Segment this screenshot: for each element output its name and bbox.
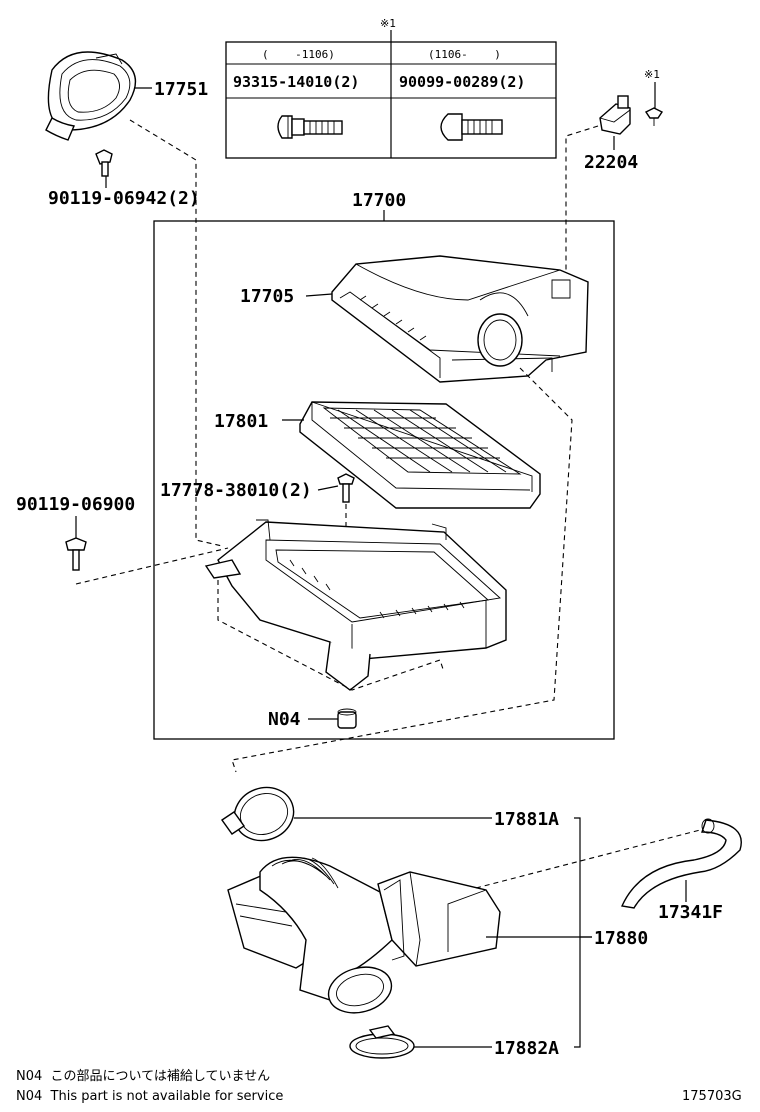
table-col2-header: (1106- ) [428,48,501,61]
figure-id: 175703G [682,1089,742,1104]
label-17778-38010: 17778-38010(2) [160,480,312,501]
table-col1-part: 93315-14010(2) [233,73,359,91]
label-22204: 22204 [584,152,638,173]
bolt-93315-drawing [277,115,343,139]
part-17881A-clamp [221,786,295,842]
label-17700: 17700 [352,190,406,211]
part-N04-grommet [337,708,357,729]
part-17705-upper-housing [331,255,589,383]
footnote-en: N04 This part is not available for servi… [16,1089,283,1104]
assembly-17700-frame [153,220,615,740]
label-17880: 17880 [594,928,648,949]
part-17751-gasket [45,51,137,141]
label-N04: N04 [268,709,301,730]
screw-note-drawing [644,107,664,126]
label-17801: 17801 [214,411,268,432]
part-17882A-clamp [349,1025,415,1059]
fastener-table: ( -1106) (1106- ) 93315-14010(2) 90099-0… [225,41,557,159]
label-17881A: 17881A [494,809,559,830]
screw-17778-drawing [337,473,355,503]
table-col1-header: ( -1106) [262,48,335,61]
note-mark-top: ※1 [380,17,396,30]
bolt-90119-06900-drawing [65,537,87,571]
screw-90119-06942-drawing [95,149,113,177]
label-17705: 17705 [240,286,294,307]
label-17751: 17751 [154,79,208,100]
label-90119-06900: 90119-06900 [16,494,135,515]
footnote-jp: N04 この部品については補給していません [16,1069,270,1084]
part-17341F-hose [620,818,742,909]
part-17880-intake-hose [227,856,501,1014]
table-col2-part: 90099-00289(2) [399,73,525,91]
part-17801-filter [299,401,541,509]
label-17341F: 17341F [658,902,723,923]
label-90119-06942: 90119-06942(2) [48,188,200,209]
label-17882A: 17882A [494,1038,559,1059]
note-mark-right: ※1 [644,68,660,81]
lower-case-drawing [204,519,507,691]
bolt-90099-drawing [440,113,503,141]
part-22204-sensor [599,95,631,135]
